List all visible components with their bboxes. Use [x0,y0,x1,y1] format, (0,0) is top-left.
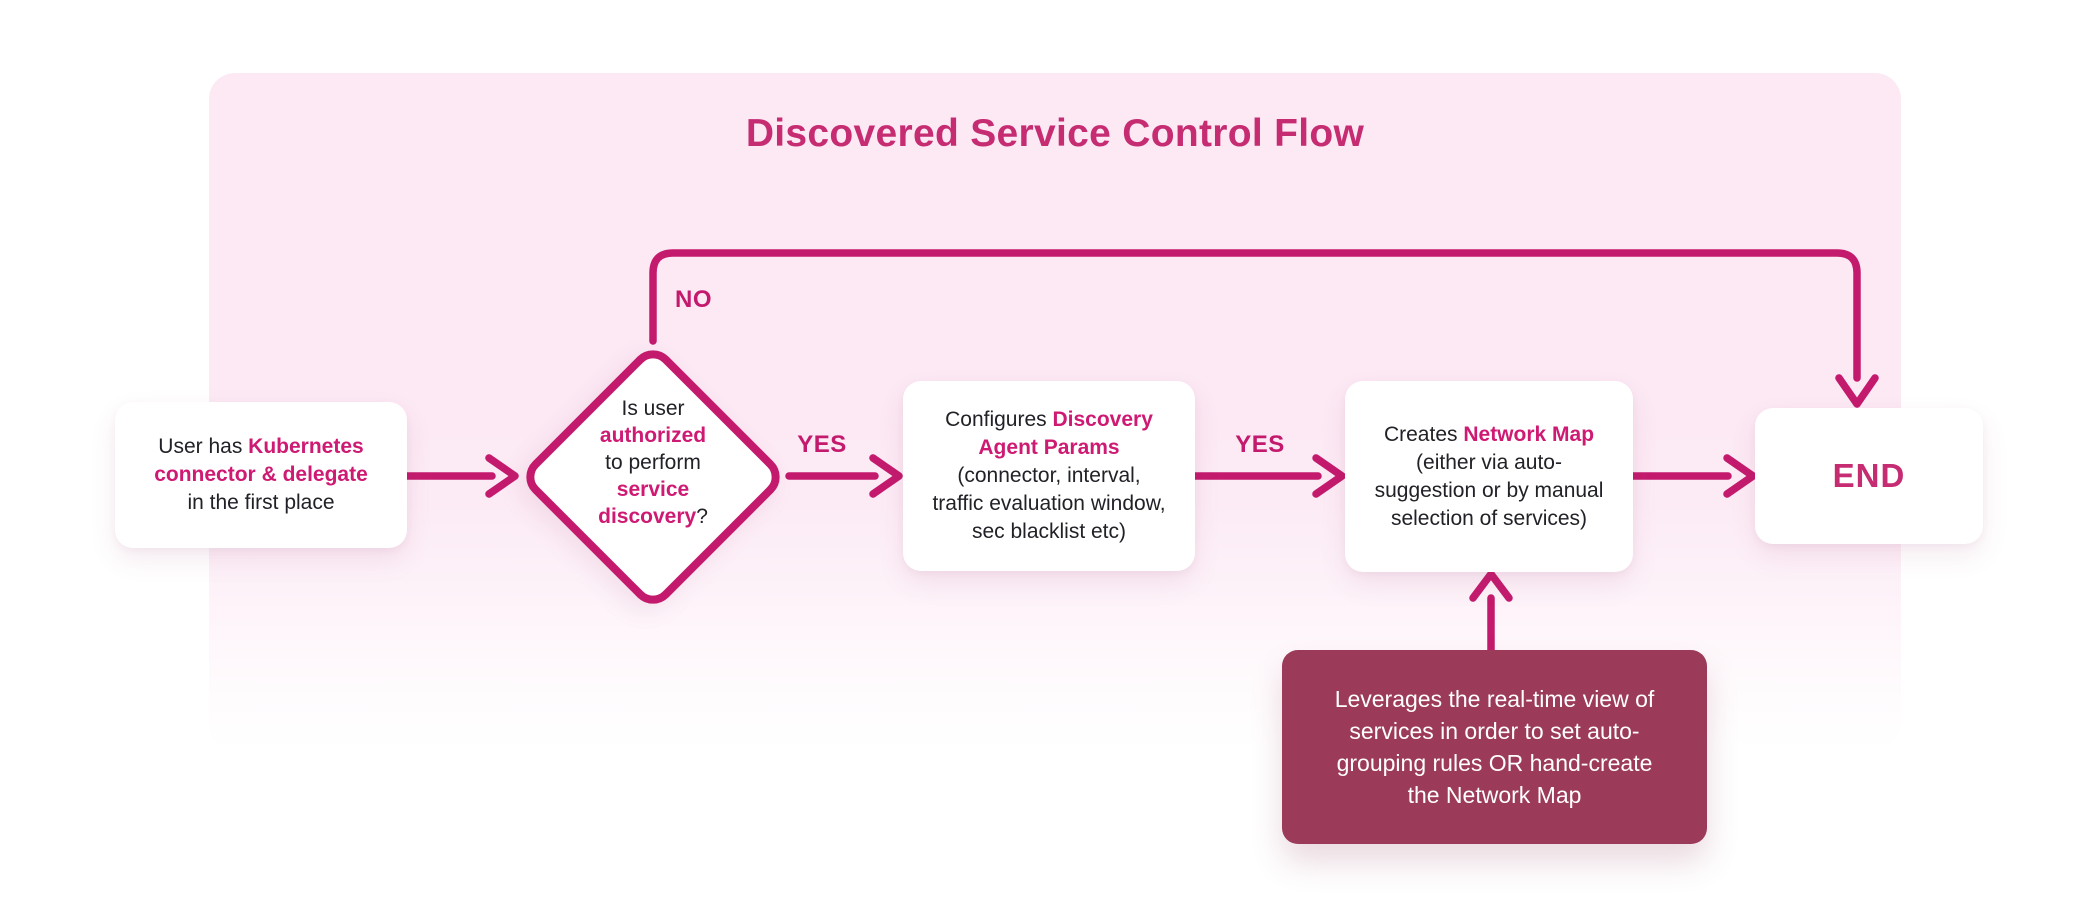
create-text: Creates [1383,422,1464,446]
configure-text-highlight: Agent Params [978,436,1120,459]
decision-text: Is user [621,396,685,420]
configure-text: (connector, interval, [957,464,1141,487]
note-node-text: Leverages the real-time view of services… [1335,683,1655,811]
configure-text: traffic evaluation window, [932,492,1166,515]
start-text-highlight: Kubernetes [248,435,364,458]
start-node-text: User has Kubernetes connector & delegate… [154,433,368,517]
start-node: User has Kubernetes connector & delegate… [115,402,407,548]
note-text: services in order to set auto- [1349,718,1640,744]
start-text: in the first place [187,491,335,514]
decision-text: to perform [605,450,701,474]
create-text: selection of services) [1390,506,1588,530]
configure-node: Configures Discovery Agent Params (conne… [903,381,1195,571]
edge-label-yes-2: YES [1235,431,1285,458]
end-node-label: END [1832,457,1906,494]
decision-text-line4: service discovery? [565,476,741,530]
edge-label-no: NO [675,286,712,313]
start-text: User has [158,435,249,458]
create-text: suggestion or by manual [1374,478,1604,502]
configure-text: Configures [945,408,1053,431]
create-network-map-node: Creates Network Map (either via auto- su… [1345,381,1633,572]
decision-node-text: Is user authorized to perform service di… [565,389,741,565]
end-node: END [1755,408,1983,544]
configure-text: sec blacklist etc) [971,520,1127,543]
page-title: Discovered Service Control Flow [745,112,1365,155]
edge-label-yes-1: YES [797,431,847,458]
note-text: Leverages the real-time view of [1334,686,1655,712]
note-text: grouping rules OR hand-create [1336,750,1653,776]
note-node: Leverages the real-time view of services… [1282,650,1707,844]
create-text: (either via auto- [1416,450,1562,474]
decision-text-highlight: authorized [599,423,707,447]
note-text: the Network Map [1407,782,1582,808]
decision-text-highlight: service discovery [598,477,697,528]
start-text-highlight: connector & delegate [154,463,368,486]
configure-text-highlight: Discovery [1052,408,1153,431]
configure-node-text: Configures Discovery Agent Params (conne… [932,406,1165,546]
create-text-highlight: Network Map [1463,422,1595,446]
decision-text: ? [696,504,708,528]
create-node-text: Creates Network Map (either via auto- su… [1375,421,1604,533]
